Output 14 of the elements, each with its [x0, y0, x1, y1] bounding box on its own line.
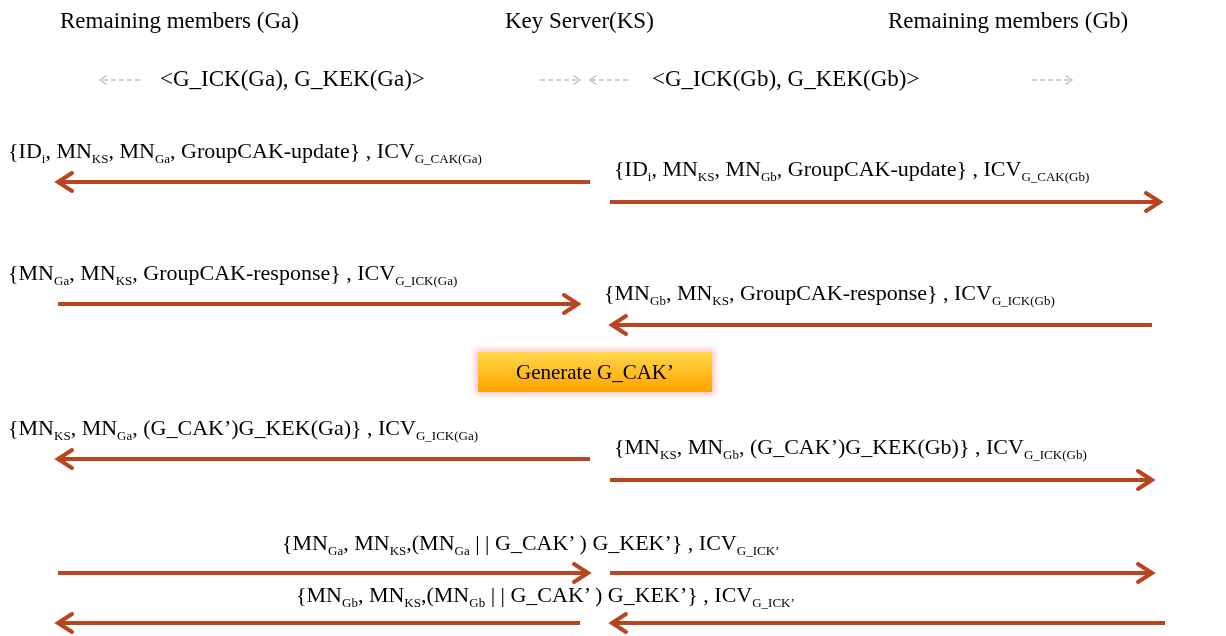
message-label: {MN$_{KS}$, MN$_{Ga}$, (G_CAK’)G_KEK(Ga)} , ICV$_{G_ICK(Ga)}$ [8, 415, 479, 446]
message-label: {MN$_{Gb}$, MN$_{KS}$, GroupCAK-response} , ICV$_{G_ICK(Gb)}$ [604, 280, 1055, 311]
message-label: {MN$_{KS}$, MN$_{Gb}$, (G_CAK’)G_KEK(Gb)} , ICV$_{G_ICK(Gb)}$ [614, 434, 1087, 465]
message-label: <G_ICK(Gb), G_KEK(Gb)> [652, 66, 920, 92]
message-label: <G_ICK(Ga), G_KEK(Ga)> [160, 66, 425, 92]
participant-label: Key Server(KS) [505, 8, 654, 34]
message-label: {MN$_{Ga}$, MN$_{KS}$,(MN$_{Ga}$ | | G_CAK’ ) G_KEK’} , ICV$_{G_ICK’}$ [282, 530, 780, 561]
message-label: {ID$_{i}$, MN$_{KS}$, MN$_{Gb}$, GroupCAK-update} , ICV$_{G_CAK(Gb)}$ [614, 156, 1090, 187]
message-label: {MN$_{Gb}$, MN$_{KS}$,(MN$_{Gb}$ | | G_CAK’ ) G_KEK’} , ICV$_{G_ICK’}$ [296, 582, 795, 613]
message-label: {ID$_{i}$, MN$_{KS}$, MN$_{Ga}$, GroupCAK-update} , ICV$_{G_CAK(Ga)}$ [8, 138, 482, 169]
message-label: {MN$_{Ga}$, MN$_{KS}$, GroupCAK-response} , ICV$_{G_ICK(Ga)}$ [8, 260, 458, 291]
process-box: Generate G_CAK’ [478, 352, 712, 392]
participant-label: Remaining members (Ga) [60, 8, 299, 34]
participant-label: Remaining members (Gb) [888, 8, 1129, 34]
